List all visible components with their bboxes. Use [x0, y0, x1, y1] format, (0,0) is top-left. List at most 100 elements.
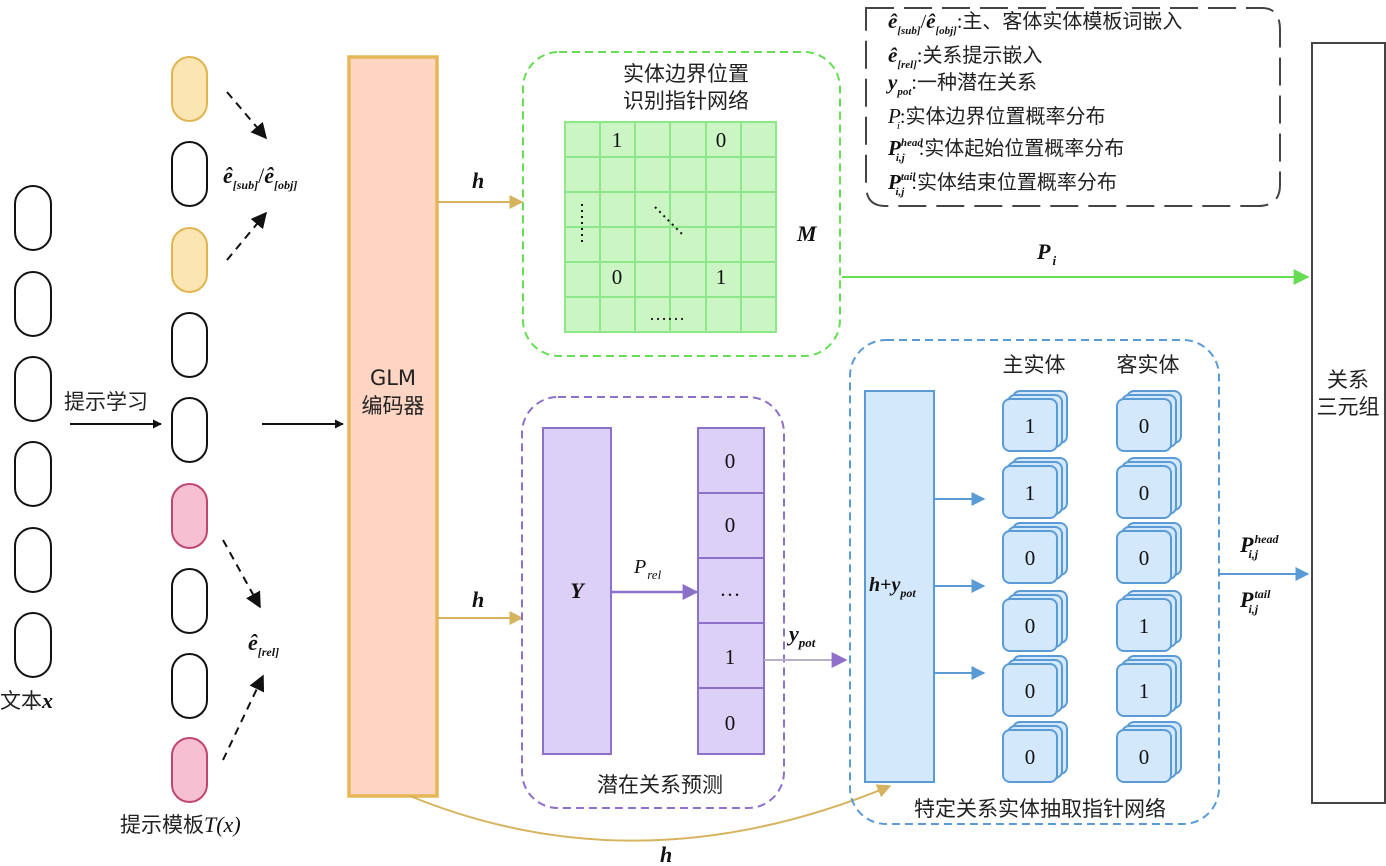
subject-entity-stack: 1 1 0 0 0 0	[1002, 390, 1068, 783]
prompt-token-sub	[171, 56, 208, 122]
matrix-cell: 1	[612, 128, 623, 152]
prompt-token-rel	[171, 483, 208, 549]
relation-value: 0	[725, 449, 736, 473]
glm-encoder-label-1: GLM	[370, 366, 416, 390]
entity-card: 1	[1116, 590, 1182, 652]
h-y-pot-block	[864, 390, 935, 783]
text-token	[14, 185, 52, 251]
sub-obj-embedding-label: ê[sub]/ê[obj]	[223, 163, 297, 192]
relation-value: 1	[725, 645, 736, 669]
prompt-template-label: 提示模板T(x)	[120, 812, 241, 837]
extraction-network-frame	[849, 339, 1220, 825]
rel-embedding-arrow-down	[222, 539, 261, 609]
entity-card: 0	[1116, 457, 1182, 519]
entity-value: 1	[1025, 481, 1036, 505]
prompt-token	[171, 312, 208, 378]
rel-embedding-label: ê[rel]	[248, 630, 279, 659]
prompt-learning-label: 提示学习	[64, 390, 148, 414]
text-token	[14, 527, 52, 593]
p-rel-label: Prel	[633, 556, 662, 582]
boundary-network-title-1: 实体边界位置	[623, 62, 749, 86]
relation-triple-label-1: 关系	[1327, 368, 1369, 392]
matrix-label: M	[796, 221, 818, 246]
glm-encoder	[347, 55, 439, 798]
matrix-bottom-dots: ……	[649, 304, 685, 324]
rel-embedding-arrow-up	[222, 674, 265, 761]
text-token	[14, 612, 52, 678]
prompt-token-rel	[171, 737, 208, 803]
y-matrix	[542, 427, 612, 755]
legend-item-2: ê[rel]:关系提示嵌入	[888, 43, 1042, 71]
entity-card: 0	[1116, 390, 1182, 452]
h-label-middle: h	[472, 587, 484, 612]
object-header: 客实体	[1117, 353, 1180, 377]
entity-card: 0	[1116, 522, 1182, 584]
latent-prediction-title: 潜在关系预测	[597, 773, 723, 797]
text-token	[14, 271, 52, 337]
relation-value: 0	[725, 711, 736, 735]
matrix-cell: 0	[612, 265, 623, 289]
obj-embedding-arrow	[226, 211, 268, 261]
entity-value: 0	[1139, 414, 1150, 438]
entity-card: 0	[1002, 590, 1068, 652]
entity-card: 0	[1116, 721, 1182, 783]
extraction-network-title: 特定关系实体抽取指针网络	[914, 797, 1166, 821]
entity-value: 0	[1139, 745, 1150, 769]
entity-card: 0	[1002, 655, 1068, 717]
matrix-cell: 0	[716, 128, 727, 152]
prompt-token-column	[171, 56, 208, 803]
entity-card: 1	[1116, 655, 1182, 717]
legend-frame	[865, 7, 1281, 207]
boundary-network-title-2: 识别指针网络	[623, 89, 749, 113]
entity-value: 1	[1139, 679, 1150, 703]
legend-item-3: ypot:一种潜在关系	[885, 70, 1037, 98]
prompt-token	[171, 397, 208, 463]
relation-value: …	[720, 577, 741, 601]
y-label: Y	[570, 578, 586, 603]
prompt-token	[171, 653, 208, 719]
entity-card: 1	[1002, 457, 1068, 519]
text-input-label: 文本x	[0, 688, 53, 713]
relation-value: 0	[725, 513, 736, 537]
relation-triple-label-2: 三元组	[1317, 395, 1380, 419]
entity-value: 0	[1139, 546, 1150, 570]
matrix-cell: 1	[716, 265, 727, 289]
legend-item-4: Pi:实体边界位置概率分布	[887, 104, 1105, 132]
boundary-matrix	[564, 121, 777, 333]
glm-encoder-label-2: 编码器	[362, 394, 425, 418]
prompt-token-obj	[171, 227, 208, 293]
text-token-column	[14, 185, 52, 678]
legend-item-1: ê[sub]/ê[obj]:主、客体实体模板词嵌入	[888, 9, 1182, 37]
entity-value: 0	[1025, 614, 1036, 638]
entity-card: 1	[1002, 390, 1068, 452]
entity-value: 0	[1025, 679, 1036, 703]
entity-value: 1	[1139, 614, 1150, 638]
entity-value: 0	[1025, 546, 1036, 570]
y-pot-label: ypot	[786, 621, 816, 650]
h-label-top: h	[472, 168, 484, 193]
h-y-pot-label: h+ypot	[869, 574, 916, 600]
relation-vector	[697, 427, 765, 755]
entity-value: 0	[1139, 481, 1150, 505]
h-label-bottom: h	[660, 842, 672, 866]
entity-card: 0	[1002, 721, 1068, 783]
entity-value: 0	[1025, 745, 1036, 769]
sub-embedding-arrow	[226, 91, 268, 140]
h-arrow-to-extraction	[409, 784, 892, 842]
relation-triple-box	[1311, 42, 1386, 804]
entity-card: 0	[1002, 522, 1068, 584]
text-token	[14, 441, 52, 507]
prompt-token	[171, 568, 208, 634]
latent-prediction-frame	[521, 396, 785, 809]
prompt-token	[171, 141, 208, 207]
boundary-network-frame	[522, 51, 841, 357]
text-token	[14, 356, 52, 422]
object-entity-stack: 0 0 0 1 1 0	[1116, 390, 1182, 783]
entity-value: 1	[1025, 414, 1036, 438]
